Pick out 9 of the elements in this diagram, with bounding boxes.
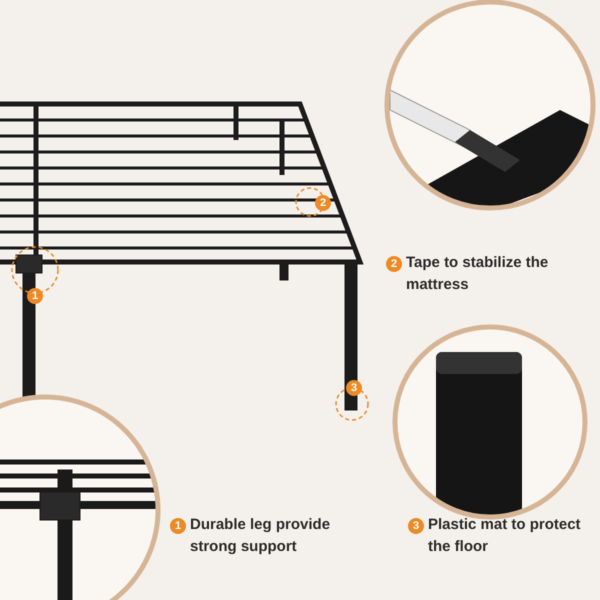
callout-number: 1 — [170, 518, 186, 534]
callout-number: 3 — [346, 380, 362, 396]
callout-number: 2 — [315, 195, 331, 211]
callout-number: 3 — [408, 518, 424, 534]
callout-number: 1 — [27, 288, 43, 304]
feature-text: Tape to stabilize the mattress — [406, 253, 550, 295]
feature-text: Plastic mat to protect the floor — [428, 515, 582, 557]
callout-number: 2 — [386, 256, 402, 272]
feature-text: Durable leg provide strong support — [190, 515, 332, 557]
